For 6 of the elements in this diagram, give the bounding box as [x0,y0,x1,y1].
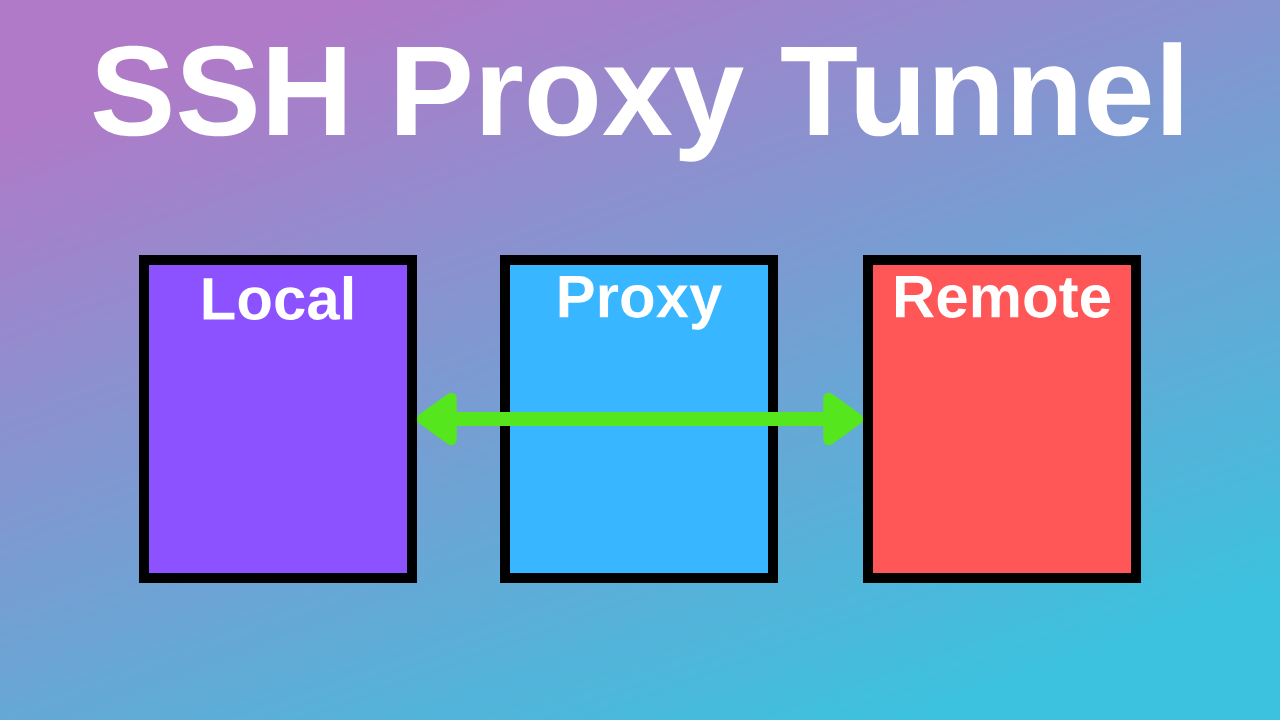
arrow [417,392,639,446]
system-box: Proxy [500,255,778,583]
system-box: Local [139,255,417,583]
system-box: Remote [863,255,1141,583]
arrow [639,392,863,446]
title: SSH Proxy Tunnel [93,42,1182,162]
